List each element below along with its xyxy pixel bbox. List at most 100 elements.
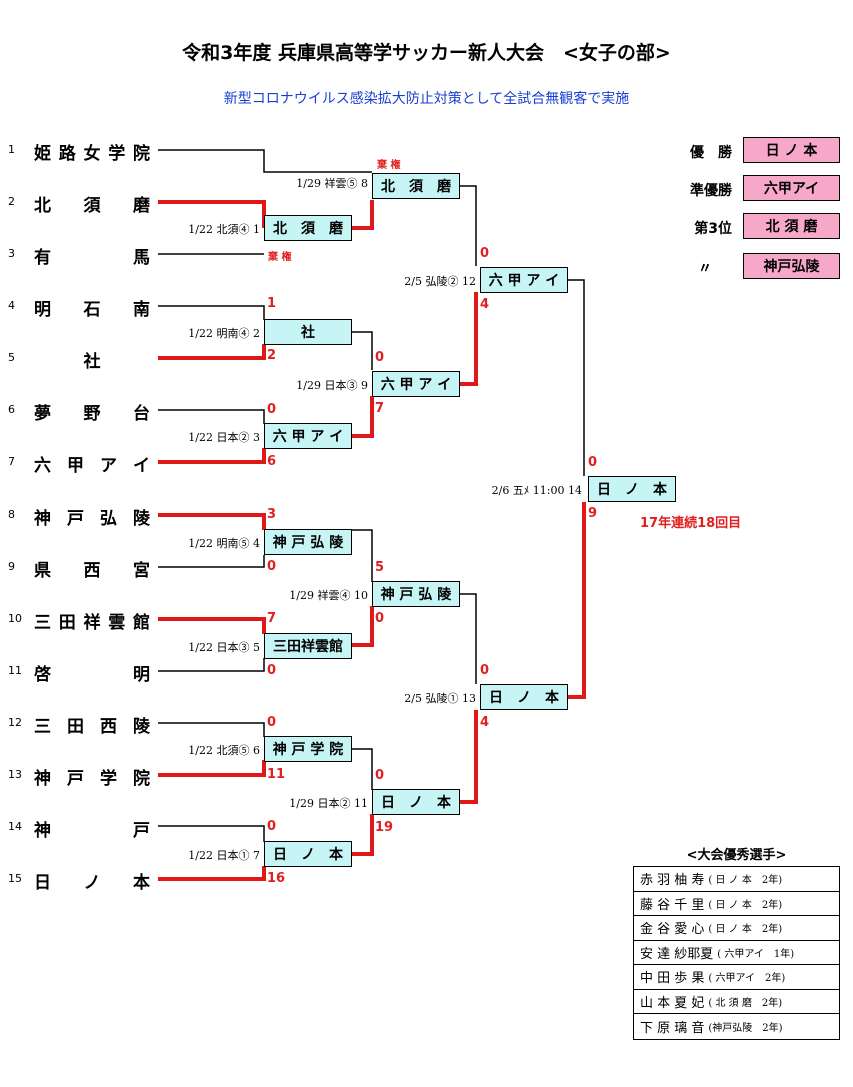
- winner-box: 日 ノ 本: [372, 789, 460, 815]
- seed-number: 11: [8, 664, 22, 677]
- result-label: 優 勝: [690, 145, 732, 161]
- team-name: 社: [83, 352, 101, 372]
- team-name: 三田祥雲館: [34, 613, 150, 633]
- team-name: 啓明: [34, 665, 150, 685]
- line-m4-m10: [352, 529, 373, 582]
- match-info: 2/6 五ﾒ 11:00 14: [491, 484, 582, 497]
- page-title: 令和3年度 兵庫県高等学サッカー新人大会 <女子の部>: [182, 42, 671, 64]
- score: 9: [588, 506, 598, 521]
- mvp-team: (神戸弘陵 2年): [708, 1022, 783, 1034]
- score: 0: [480, 663, 490, 678]
- score: 7: [375, 401, 385, 416]
- win-line-m9: [460, 292, 478, 386]
- win-line-m7: [352, 814, 374, 856]
- mvp-team: ( 日 ノ 本 2年): [708, 924, 783, 936]
- line-t12: [158, 722, 265, 737]
- score: 0: [267, 715, 277, 730]
- result-team: 北 須 磨: [743, 213, 840, 239]
- score: 5: [375, 560, 385, 575]
- line-t14: [158, 825, 265, 842]
- mvp-row: 安 達 紗耶夏 ( 六甲アイ 1年): [634, 941, 839, 965]
- mvp-name: 下 原 璃 音: [640, 1020, 705, 1036]
- mvp-team: ( 北 須 磨 2年): [708, 997, 783, 1009]
- team-name: 明石南: [34, 300, 150, 320]
- match-info: 1/29 祥雲④ 10: [289, 589, 368, 602]
- team-name: 県西宮: [34, 561, 150, 581]
- team-name: 有馬: [34, 248, 150, 268]
- match-info: 2/5 弘陵② 12: [404, 275, 476, 288]
- match-info: 1/29 日本② 11: [289, 797, 368, 810]
- mvp-name: 中 田 歩 果: [640, 971, 705, 987]
- winner-box: 三田祥雲館: [264, 633, 352, 659]
- match-info: 1/22 北須⑤ 6: [188, 744, 260, 757]
- score: 0: [267, 663, 277, 678]
- seed-number: 7: [8, 455, 15, 468]
- score: 3: [267, 507, 277, 522]
- match-info: 1/22 明南④ 2: [188, 327, 260, 340]
- score: 0: [375, 350, 385, 365]
- score: 6: [267, 454, 277, 469]
- mvp-team: ( 日 ノ 本 2年): [708, 899, 783, 911]
- seed-number: 9: [8, 560, 15, 573]
- line-m6-m11: [352, 748, 373, 790]
- forfeit-note: 棄 権: [268, 252, 292, 263]
- seed-number: 4: [8, 299, 15, 312]
- mvp-row: 下 原 璃 音 (神戸弘陵 2年): [634, 1014, 839, 1039]
- seed-number: 2: [8, 195, 15, 208]
- score: 0: [375, 611, 385, 626]
- win-line-t5: [158, 344, 266, 360]
- winner-box: 六 甲 ア イ: [480, 267, 568, 293]
- mvp-name: 藤 谷 千 里: [640, 897, 705, 913]
- seed-number: 8: [8, 508, 15, 521]
- seed-number: 14: [8, 820, 22, 833]
- mvp-table: 赤 羽 柚 寿 ( 日 ノ 本 2年) 藤 谷 千 里 ( 日 ノ 本 2年) …: [633, 866, 840, 1040]
- mvp-name: 金 谷 愛 心: [640, 922, 705, 938]
- win-line-m3: [352, 396, 374, 438]
- win-line-m13: [568, 502, 586, 699]
- match-info: 2/5 弘陵① 13: [404, 692, 476, 705]
- team-name: 神戸学院: [34, 769, 150, 789]
- match-info: 1/22 日本① 7: [188, 849, 260, 862]
- champion-box: 日 ノ 本: [588, 476, 676, 502]
- mvp-team: ( 日 ノ 本 2年): [708, 875, 783, 887]
- winner-box: 北 須 磨: [372, 173, 460, 199]
- score: 11: [267, 767, 286, 782]
- seed-number: 6: [8, 403, 15, 416]
- line-t1: [158, 149, 372, 173]
- match-info: 1/29 祥雲⑤ 8: [296, 177, 368, 190]
- winner-box: 社: [264, 319, 352, 345]
- seed-number: 10: [8, 612, 22, 625]
- mvp-row: 中 田 歩 果 ( 六甲アイ 2年): [634, 965, 839, 990]
- result-label: 〃: [698, 261, 712, 277]
- seed-number: 12: [8, 716, 22, 729]
- match-info: 1/22 日本③ 5: [188, 641, 260, 654]
- score: 0: [588, 455, 598, 470]
- line-t6: [158, 409, 265, 424]
- score: 0: [267, 402, 277, 417]
- win-line-t8: [158, 513, 266, 530]
- mvp-name: 安 達 紗耶夏: [640, 946, 714, 962]
- page-subtitle: 新型コロナウイルス感染拡大防止対策として全試合無観客で実施: [223, 91, 630, 107]
- result-team: 日 ノ 本: [743, 137, 840, 163]
- line-t11: [158, 658, 265, 672]
- winner-box: 神 戸 弘 陵: [372, 581, 460, 607]
- line-m12-m14: [568, 279, 585, 476]
- result-label: 第3位: [694, 221, 732, 237]
- team-name: 六甲アイ: [34, 456, 150, 476]
- team-name: 日ノ本: [34, 873, 150, 893]
- line-m10-m13: [460, 593, 477, 684]
- mvp-team: ( 六甲アイ 1年): [717, 948, 795, 960]
- winner-box: 六 甲 ア イ: [372, 371, 460, 397]
- mvp-name: 赤 羽 柚 寿: [640, 873, 705, 889]
- win-line-m5: [352, 606, 374, 647]
- seed-number: 15: [8, 872, 22, 885]
- mvp-title: <大会優秀選手>: [686, 848, 787, 863]
- score: 0: [480, 246, 490, 261]
- winner-box: 六 甲 ア イ: [264, 423, 352, 449]
- score: 7: [267, 611, 277, 626]
- winner-box: 日 ノ 本: [264, 841, 352, 867]
- win-line-t15: [158, 866, 266, 881]
- line-t9: [158, 555, 265, 568]
- score: 16: [267, 871, 286, 886]
